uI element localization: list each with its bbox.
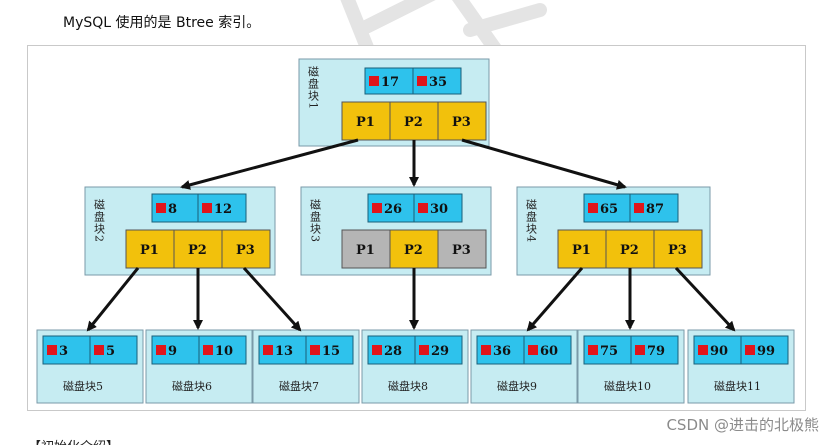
arrow-l2-1-p1 <box>86 267 140 332</box>
l2-1-pointer-1-cell <box>125 229 175 269</box>
l2-3-key-2-value: 87 <box>646 202 664 217</box>
arrow-l2-3-p1 <box>526 267 584 332</box>
disk-block-l2-3-label: 磁盘块4 <box>525 199 538 243</box>
leaf-6-key-2-value: 79 <box>647 344 665 359</box>
page-caption: MySQL 使用的是 Btree 索引。 <box>63 15 261 31</box>
l2-2-key-2-marker <box>418 203 428 213</box>
l2-3-key-1-marker <box>588 203 598 213</box>
leaf-5-key-2-value: 60 <box>540 344 558 359</box>
root-pointer-1-cell <box>341 101 391 141</box>
csdn-watermark: CSDN @进击的北极熊 <box>666 416 819 434</box>
leaf-3-key-1-marker <box>263 345 273 355</box>
leaf-5-key-1-marker <box>481 345 491 355</box>
leaf-6-key-1-marker <box>588 345 598 355</box>
leaf-1-key-2-value: 5 <box>106 344 115 359</box>
root-pointer-2: P2 <box>404 115 423 130</box>
l2-1-key-2-value: 12 <box>214 202 232 217</box>
leaf-6-key-2-marker <box>635 345 645 355</box>
l2-1-pointer-3: P3 <box>236 243 255 258</box>
disk-block-leaf-1-label: 磁盘块5 <box>63 379 103 393</box>
l2-3-pointer-1-cell <box>557 229 607 269</box>
leaf-3-key-2-marker <box>310 345 320 355</box>
l2-3-pointer-1: P1 <box>572 243 591 258</box>
disk-block-leaf-4-label: 磁盘块8 <box>388 379 428 393</box>
root-key-2-marker <box>417 76 427 86</box>
disk-block-l2-2-label: 磁盘块3 <box>309 199 322 243</box>
l2-2-pointer-3-cell <box>437 229 487 269</box>
root-pointer-3-cell <box>437 101 487 141</box>
leaf-1-key-2-marker <box>94 345 104 355</box>
l2-2-key-1-marker <box>372 203 382 213</box>
leaf-1-key-1-value: 3 <box>59 344 68 359</box>
l2-3-key-1-value: 65 <box>600 202 618 217</box>
root-pointer-1: P1 <box>356 115 375 130</box>
disk-block-leaf-6-label: 磁盘块10 <box>604 379 651 393</box>
disk-block-leaf-2-label: 磁盘块6 <box>172 379 212 393</box>
l2-3-key-2-marker <box>634 203 644 213</box>
l2-2-pointer-2-cell <box>389 229 439 269</box>
disk-block-leaf-5-label: 磁盘块9 <box>497 379 537 393</box>
l2-3-pointer-2-cell <box>605 229 655 269</box>
section-heading: 【初始化介绍】 <box>28 436 119 445</box>
l2-2-pointer-1-cell <box>341 229 391 269</box>
l2-2-pointer-2: P2 <box>404 243 423 258</box>
l2-1-pointer-1: P1 <box>140 243 159 258</box>
leaf-7-key-2-marker <box>745 345 755 355</box>
l2-3-pointer-2: P2 <box>620 243 639 258</box>
arrow-l2-1-p3 <box>242 266 302 332</box>
disk-block-leaf-3-label: 磁盘块7 <box>279 379 319 393</box>
leaf-2-key-1-marker <box>156 345 166 355</box>
leaf-2-key-1-value: 9 <box>168 344 177 359</box>
leaf-3-key-2-value: 15 <box>322 344 340 359</box>
l2-1-pointer-2-cell <box>173 229 223 269</box>
leaf-4-key-1-marker <box>372 345 382 355</box>
root-key-1-marker <box>369 76 379 86</box>
leaf-5-key-1-value: 36 <box>493 344 511 359</box>
l2-1-pointer-2: P2 <box>188 243 207 258</box>
l2-2-pointer-3: P3 <box>452 243 471 258</box>
root-key-1-value: 17 <box>381 75 399 90</box>
root-key-2-cell <box>412 67 462 95</box>
leaf-6-key-1-value: 75 <box>600 344 618 359</box>
arrow-l2-3-p3 <box>674 266 736 332</box>
l2-1-pointer-3-cell <box>221 229 271 269</box>
disk-block-leaf-7-label: 磁盘块11 <box>714 379 761 393</box>
root-key-2-value: 35 <box>429 75 447 90</box>
leaf-1-key-1-marker <box>47 345 57 355</box>
leaf-4-key-2-value: 29 <box>431 344 449 359</box>
leaf-7-key-2-value: 99 <box>757 344 775 359</box>
leaf-7-key-1-marker <box>698 345 708 355</box>
l2-2-pointer-1: P1 <box>356 243 375 258</box>
leaf-2-key-2-value: 10 <box>215 344 233 359</box>
leaf-7-key-1-value: 90 <box>710 344 728 359</box>
leaf-5-key-2-marker <box>528 345 538 355</box>
disk-block-l2-1-label: 磁盘块2 <box>93 199 106 243</box>
l2-1-key-1-marker <box>156 203 166 213</box>
leaf-4-key-2-marker <box>419 345 429 355</box>
leaf-2-key-2-marker <box>203 345 213 355</box>
leaf-3-key-1-value: 13 <box>275 344 293 359</box>
l2-1-key-1-value: 8 <box>168 202 177 217</box>
l2-1-key-2-marker <box>202 203 212 213</box>
l2-3-pointer-3-cell <box>653 229 703 269</box>
root-pointer-3: P3 <box>452 115 471 130</box>
disk-block-root-label: 磁盘块1 <box>307 66 320 110</box>
l2-3-key-2-cell <box>629 193 679 223</box>
l2-3-pointer-3: P3 <box>668 243 687 258</box>
l2-2-key-2-value: 30 <box>430 202 448 217</box>
arrow-root-p1 <box>180 138 359 190</box>
l2-2-key-1-value: 26 <box>384 202 402 217</box>
leaf-4-key-1-value: 28 <box>384 344 402 359</box>
arrow-root-p3 <box>461 138 627 190</box>
